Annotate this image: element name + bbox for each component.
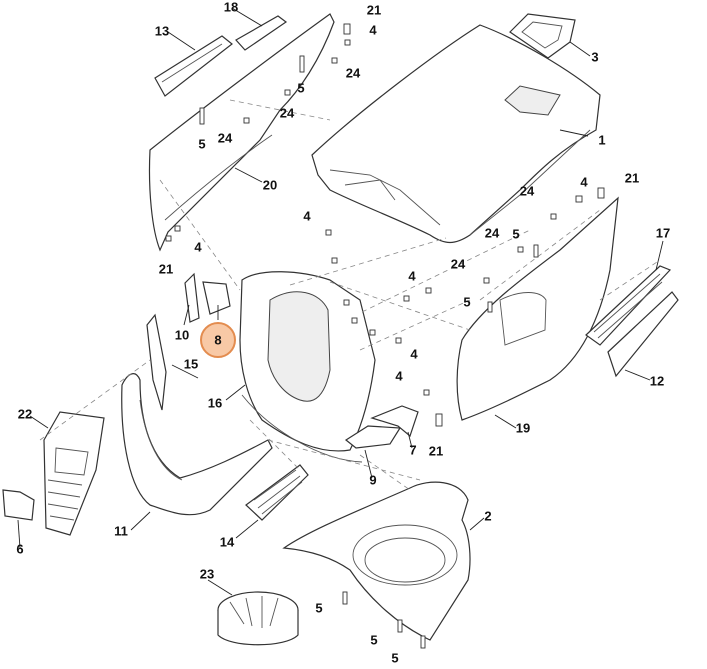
label-19: 19 bbox=[516, 421, 530, 436]
label-24: 24 bbox=[520, 184, 535, 199]
label-4: 4 bbox=[408, 269, 416, 284]
label-2: 2 bbox=[484, 509, 491, 524]
part-2-lower-pan[interactable] bbox=[282, 481, 471, 641]
label-5: 5 bbox=[198, 137, 205, 152]
label-22: 22 bbox=[18, 407, 32, 422]
label-4: 4 bbox=[194, 240, 202, 255]
label-5: 5 bbox=[297, 81, 304, 96]
part-15-strip[interactable] bbox=[146, 313, 167, 411]
label-4: 4 bbox=[410, 347, 418, 362]
label-21: 21 bbox=[159, 262, 173, 277]
label-4: 4 bbox=[395, 369, 403, 384]
label-17: 17 bbox=[656, 226, 670, 241]
part-12-plate[interactable] bbox=[607, 291, 679, 378]
label-24: 24 bbox=[218, 131, 233, 146]
part-14-lower-grille[interactable] bbox=[245, 464, 309, 521]
part-11-front-shroud[interactable] bbox=[121, 373, 273, 516]
label-10: 10 bbox=[175, 328, 189, 343]
label-4: 4 bbox=[303, 209, 311, 224]
label-21: 21 bbox=[429, 444, 443, 459]
label-5: 5 bbox=[463, 295, 470, 310]
label-8: 8 bbox=[214, 333, 221, 348]
part-3-hood-insert[interactable] bbox=[509, 13, 576, 59]
label-21: 21 bbox=[625, 171, 639, 186]
part-16-front-frame[interactable] bbox=[239, 271, 376, 463]
label-18: 18 bbox=[224, 0, 238, 15]
label-5: 5 bbox=[512, 227, 519, 242]
label-24: 24 bbox=[451, 257, 466, 272]
label-24: 24 bbox=[346, 66, 361, 81]
label-4: 4 bbox=[369, 23, 377, 38]
part-7-bracket[interactable] bbox=[370, 405, 419, 438]
label-7: 7 bbox=[409, 443, 416, 458]
part-13-plate[interactable] bbox=[154, 35, 233, 97]
label-23: 23 bbox=[200, 567, 214, 582]
label-11: 11 bbox=[114, 524, 128, 539]
label-4: 4 bbox=[580, 175, 588, 190]
part-23-filter[interactable] bbox=[217, 591, 299, 646]
leader-lines bbox=[17, 7, 664, 596]
label-16: 16 bbox=[208, 396, 222, 411]
highlight-circle-8 bbox=[200, 322, 236, 358]
part-18-plate[interactable] bbox=[235, 15, 288, 51]
label-9: 9 bbox=[369, 473, 376, 488]
part-19-right-panel[interactable] bbox=[456, 196, 619, 421]
part-20-left-panel[interactable] bbox=[148, 13, 335, 252]
part-6-badge[interactable] bbox=[2, 489, 35, 521]
part-22-front-grille[interactable] bbox=[43, 411, 105, 536]
assembly-lines bbox=[39, 99, 661, 491]
label-3: 3 bbox=[591, 50, 598, 65]
label-6: 6 bbox=[16, 542, 23, 557]
label-21: 21 bbox=[367, 3, 381, 18]
label-24: 24 bbox=[280, 106, 295, 121]
label-14: 14 bbox=[220, 535, 235, 550]
label-12: 12 bbox=[650, 374, 664, 389]
part-10-insert[interactable] bbox=[184, 272, 200, 323]
label-5: 5 bbox=[315, 601, 322, 616]
callout-labels: 1 2 3 4 4 4 4 4 4 4 5 5 5 5 5 5 5 6 7 8 … bbox=[16, 0, 670, 666]
part-1-hood[interactable] bbox=[311, 24, 601, 244]
label-5: 5 bbox=[370, 633, 377, 648]
part-8-insert[interactable] bbox=[202, 281, 231, 315]
label-1: 1 bbox=[598, 133, 605, 148]
label-15: 15 bbox=[184, 357, 198, 372]
fasteners bbox=[165, 23, 605, 649]
label-24: 24 bbox=[485, 226, 500, 241]
part-17-side-vent[interactable] bbox=[585, 265, 672, 346]
part-9-bracket[interactable] bbox=[344, 425, 402, 449]
label-13: 13 bbox=[155, 24, 169, 39]
label-20: 20 bbox=[263, 178, 277, 193]
label-5: 5 bbox=[391, 651, 398, 666]
